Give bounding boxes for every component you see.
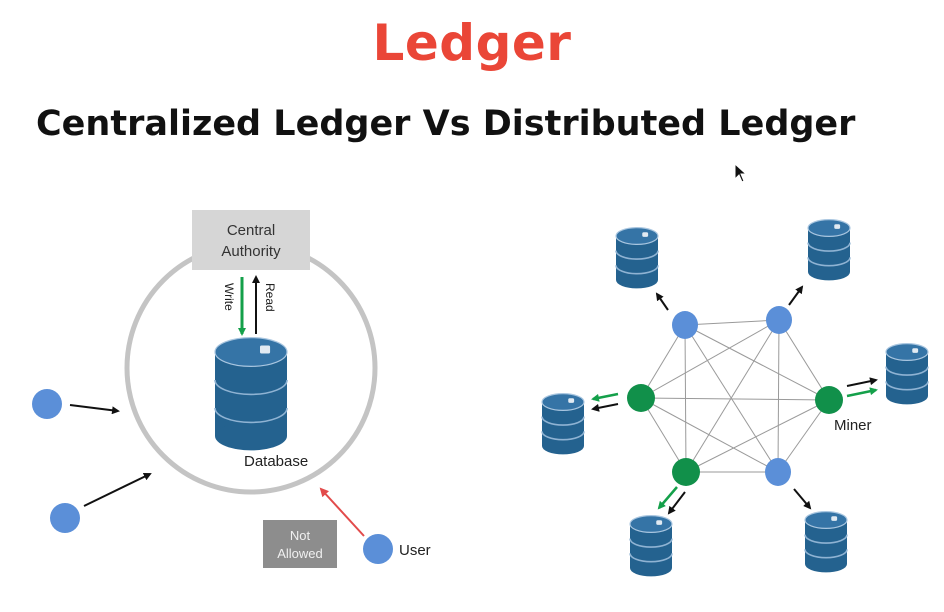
user-denied-arrow xyxy=(319,487,365,537)
write-label: Write xyxy=(222,283,236,311)
miner-node xyxy=(672,458,700,486)
user-node xyxy=(363,534,393,564)
peer-connection-line xyxy=(685,319,780,473)
peer-connection-line xyxy=(777,319,780,473)
replication-arrow-green xyxy=(591,392,619,402)
not-allowed-badge xyxy=(263,520,337,568)
peer-node xyxy=(672,311,698,339)
peer-connection-line xyxy=(640,397,687,473)
outside-node-arrow xyxy=(83,473,152,507)
distributed-ledger: Miner xyxy=(541,219,929,577)
peer-connection-line xyxy=(778,319,830,401)
outside-node-arrow xyxy=(69,404,120,415)
central-database-icon xyxy=(214,337,288,451)
peer-connection-line xyxy=(640,319,780,399)
mouse-cursor-icon xyxy=(734,163,748,183)
outside-node xyxy=(50,503,80,533)
database-icon xyxy=(629,514,673,577)
page-subtitle: Centralized Ledger Vs Distributed Ledger xyxy=(36,104,856,144)
not-allowed-label-line1: Not xyxy=(290,528,311,543)
database-icon xyxy=(807,219,851,281)
page-title: Ledger xyxy=(372,14,572,72)
replication-arrow xyxy=(846,377,878,387)
peer-connection-line xyxy=(684,319,780,326)
replication-arrow xyxy=(655,292,669,311)
peer-connection-line xyxy=(640,324,686,399)
read-label: Read xyxy=(263,283,277,312)
replication-arrow-green xyxy=(846,387,878,398)
miner-node xyxy=(815,386,843,414)
peer-nodes xyxy=(627,306,843,486)
replication-arrows xyxy=(591,285,878,515)
peer-connection-line xyxy=(640,397,779,473)
replication-arrow xyxy=(667,491,686,515)
not-allowed-label-line2: Allowed xyxy=(277,546,323,561)
database-icon xyxy=(541,393,585,455)
peer-node xyxy=(766,306,792,334)
central-authority-label-line2: Authority xyxy=(221,243,281,260)
database-icon xyxy=(885,343,929,405)
replication-arrow-green xyxy=(657,486,678,510)
database-icon xyxy=(615,227,659,289)
peer-node xyxy=(765,458,791,486)
replication-arrow xyxy=(793,488,812,510)
outside-node xyxy=(32,389,62,419)
peer-databases xyxy=(541,219,929,577)
replication-arrow xyxy=(591,403,619,412)
peer-connection-line xyxy=(777,399,830,473)
peer-connections xyxy=(640,319,830,473)
centralized-ledger: Central Authority Write Read Database No… xyxy=(32,210,431,568)
peer-connection-line xyxy=(685,399,830,473)
peer-connection-line xyxy=(684,324,830,401)
peer-connection-line xyxy=(640,397,830,401)
miner-label: Miner xyxy=(834,417,872,434)
replication-arrow xyxy=(788,285,804,306)
central-authority-box xyxy=(192,210,310,270)
database-label: Database xyxy=(244,453,308,470)
database-icon xyxy=(804,511,848,573)
user-label: User xyxy=(399,542,431,559)
miner-node xyxy=(627,384,655,412)
database-icon xyxy=(214,337,288,451)
central-authority-label-line1: Central xyxy=(227,222,275,239)
